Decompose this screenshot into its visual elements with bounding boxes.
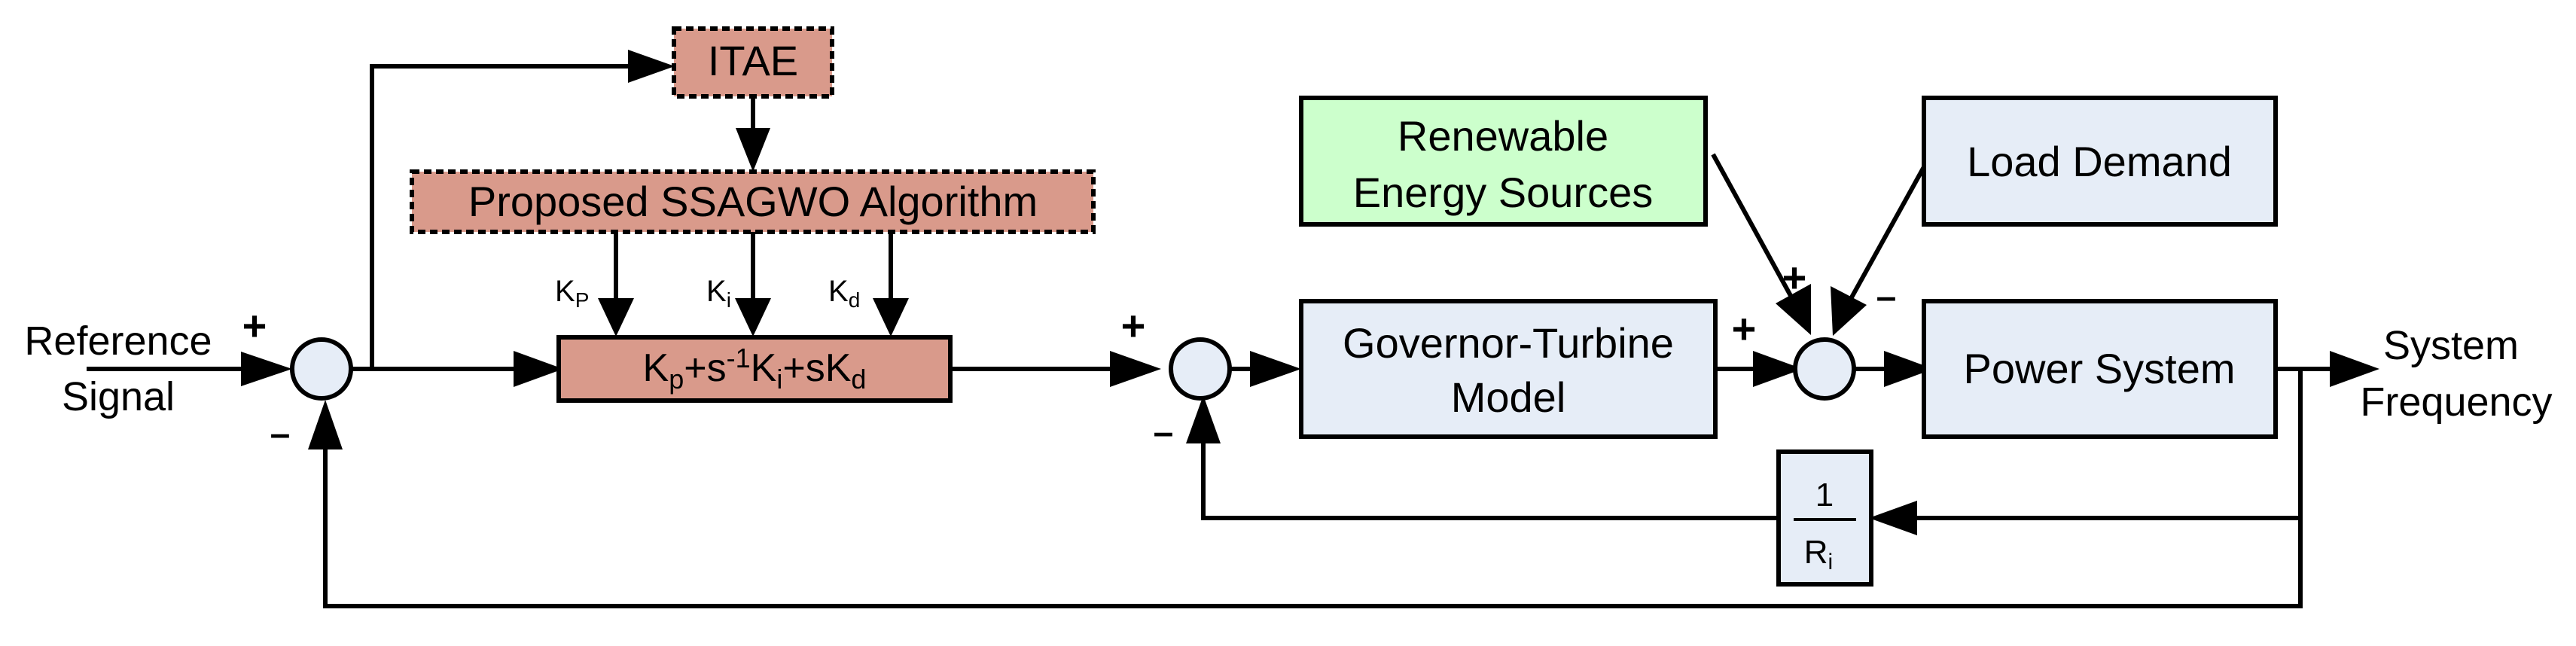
droop-denominator: Ri [1804, 534, 1833, 574]
summer2-minus-sign: – [1154, 413, 1174, 453]
gain-ki-label: Ki [706, 275, 731, 312]
droop-numerator: 1 [1815, 477, 1834, 513]
arrowhead-reference [241, 352, 292, 386]
pid-plus-sk: +sK [782, 346, 851, 390]
arrowhead-kd [873, 298, 909, 337]
pid-neg-one: -1 [727, 343, 751, 373]
algorithm-label: Proposed SSAGWO Algorithm [468, 178, 1038, 225]
signal-wires [87, 64, 2342, 608]
summing-junction-2 [1169, 337, 1232, 401]
pid-d-sub: d [851, 364, 866, 395]
arrowhead-governor [1250, 351, 1301, 387]
power-system-label: Power System [1964, 345, 2236, 392]
wire-error-to-itae [370, 64, 640, 369]
itae-block [672, 26, 834, 99]
summer1-minus-sign: – [270, 414, 291, 454]
droop-denominator-main: R [1804, 534, 1828, 571]
arrowhead-itae [628, 50, 675, 83]
arrowhead-algorithm [736, 128, 770, 172]
input-label-line2: Signal [62, 374, 175, 419]
load-demand-block [1922, 96, 2278, 227]
summer1-plus-sign: + [242, 302, 267, 349]
wire-load-to-summer3 [1846, 164, 1927, 306]
gain-kd-main: K [828, 275, 849, 308]
pid-controller-block [556, 335, 953, 403]
arrowhead-output [2330, 351, 2379, 387]
wire-frequency-feedback [323, 431, 2303, 608]
governor-turbine-block [1299, 299, 1718, 439]
arrowhead-summer1-feedback [308, 400, 343, 449]
pid-plus-s: +s [684, 346, 726, 390]
arrowhead-kp [598, 298, 634, 337]
summer3-plus-governor-sign: + [1732, 305, 1757, 352]
pid-transfer-function: Kp+s-1Ki+sKd [643, 343, 867, 395]
governor-label-line2: Model [1451, 373, 1566, 421]
arrowhead-summer2-feedback [1186, 395, 1221, 443]
summing-junction-1 [290, 337, 353, 401]
summer3-minus-load-sign: – [1876, 277, 1897, 317]
gain-kp-main: K [555, 275, 575, 308]
arrowheads [241, 50, 2379, 535]
renewable-block [1299, 96, 1708, 227]
arrowhead-droop [1869, 501, 1917, 535]
pid-p-sub: p [669, 364, 684, 395]
gain-ki-main: K [706, 275, 727, 308]
power-system-block [1922, 299, 2278, 439]
pid-ki-k: K [751, 346, 777, 390]
algorithm-block [410, 169, 1096, 234]
arrowhead-pid [514, 351, 563, 387]
arrowhead-power [1884, 351, 1934, 387]
input-label-line1: Reference [24, 318, 212, 364]
pid-i-sub: i [776, 364, 782, 395]
wire-renewable-to-summer3 [1711, 153, 1796, 303]
gain-kp-sub: P [575, 288, 590, 312]
wire-droop-to-summer2 [1201, 427, 1779, 520]
gain-ki-sub: i [727, 288, 731, 312]
summer2-plus-sign: + [1121, 302, 1146, 349]
summing-junction-3 [1793, 337, 1856, 401]
gain-kd-label: Kd [828, 275, 860, 312]
summer3-plus-renewable-sign: + [1782, 254, 1807, 301]
droop-denominator-sub: i [1828, 550, 1834, 574]
arrowhead-summer2 [1110, 351, 1161, 387]
renewable-label-line2: Energy Sources [1353, 169, 1653, 216]
arrowhead-summer3 [1753, 351, 1803, 387]
output-label-line1: System [2383, 323, 2519, 368]
governor-label-line1: Governor-Turbine [1343, 319, 1674, 367]
arrowhead-load [1831, 286, 1867, 336]
pid-k: K [643, 346, 669, 390]
gain-kd-sub: d [849, 288, 861, 312]
output-label-line2: Frequency [2360, 379, 2552, 425]
itae-label: ITAE [708, 37, 798, 84]
arrowhead-ki [735, 298, 771, 337]
load-demand-label: Load Demand [1967, 138, 2232, 185]
gain-kp-label: KP [555, 275, 589, 312]
renewable-label-line1: Renewable [1398, 112, 1608, 160]
arrowhead-renewable [1776, 284, 1811, 335]
